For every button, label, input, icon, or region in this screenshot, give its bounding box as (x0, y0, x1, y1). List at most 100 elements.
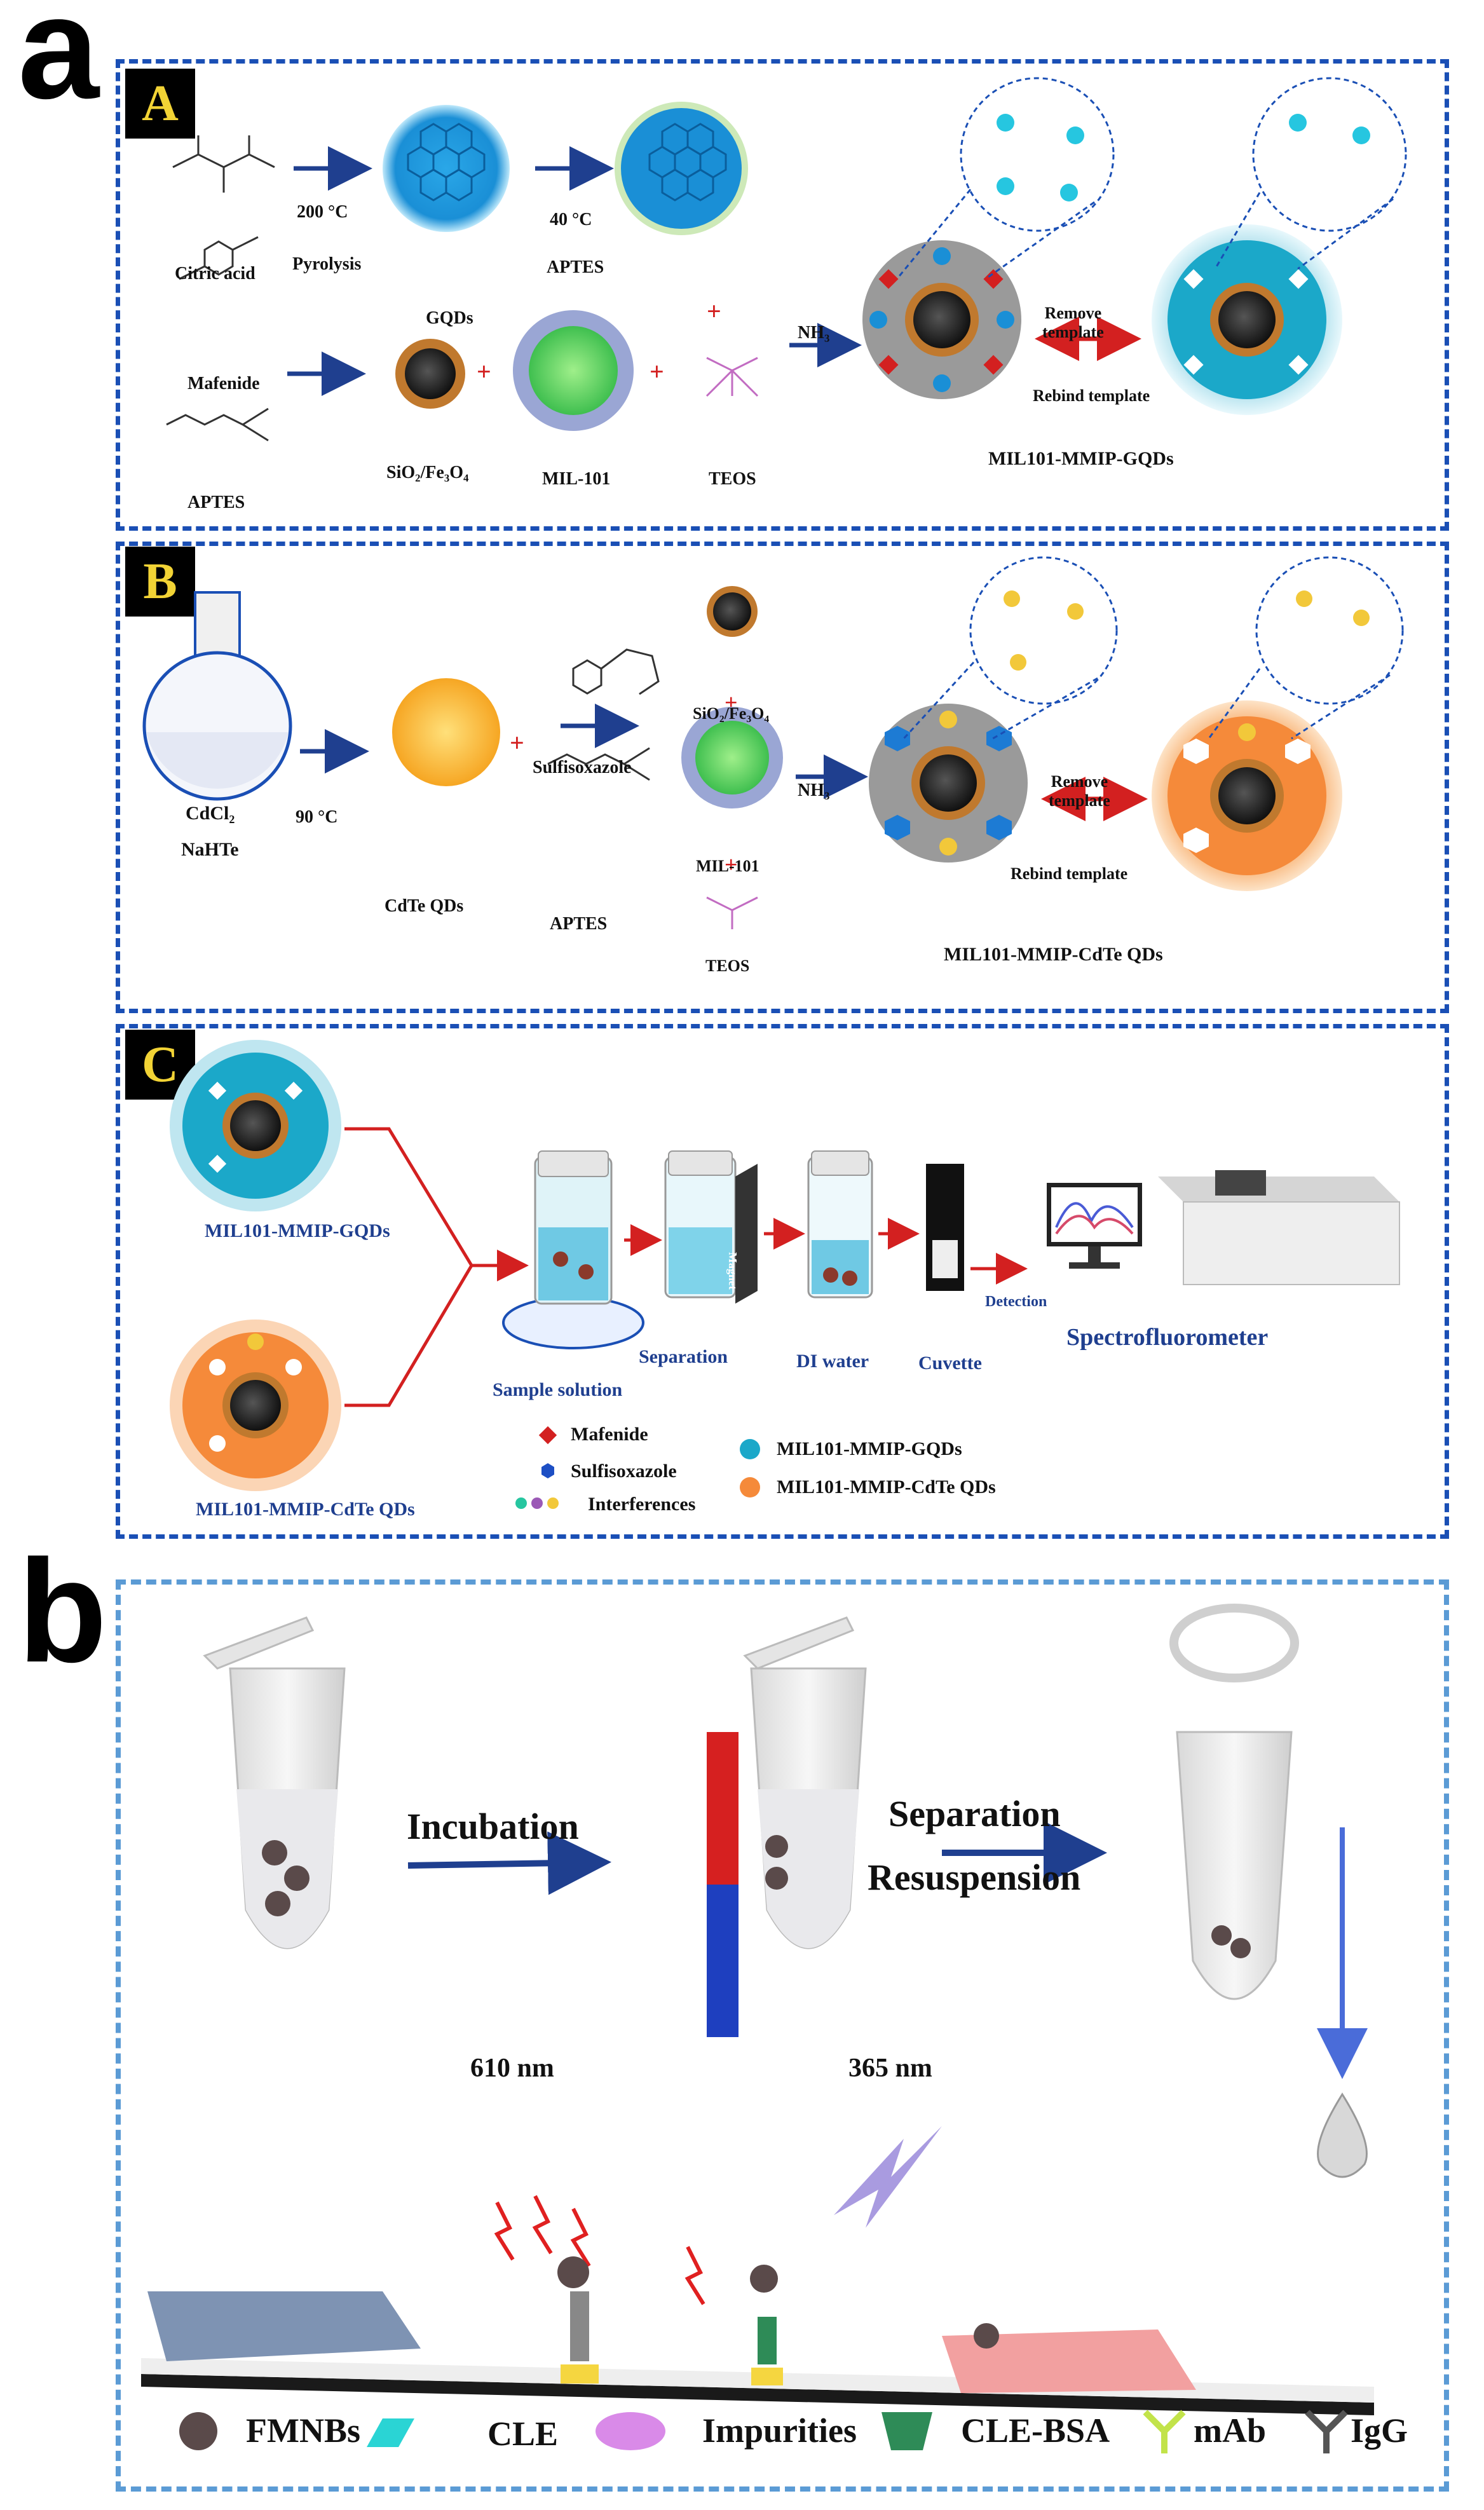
emission-lightning (494, 2195, 705, 2305)
cdte-qd (392, 678, 500, 786)
label-incubation: Incubation (407, 1806, 579, 1847)
aptes-structure (166, 407, 269, 442)
label-citric-acid: Citric acid (175, 264, 255, 283)
tube-resuspension (1169, 1604, 1299, 2000)
mmip-cdte-particle (170, 1320, 341, 1491)
tube-incubation (203, 1616, 346, 1949)
magnet-bar (707, 1732, 739, 2037)
imprinted-particle-template (862, 240, 1021, 399)
arrow-incubation (407, 1831, 611, 1895)
label-cuvette: Cuvette (918, 1353, 982, 1374)
subpanel-b-tag: B (125, 547, 195, 617)
subpanel-a-frame (116, 59, 1449, 531)
droplet (1317, 2092, 1368, 2178)
label-rebind-template-b: Rebind template (1011, 864, 1128, 883)
label-rebind-template: Rebind template (1033, 386, 1150, 405)
citric-acid-structure (172, 135, 275, 193)
uv-lightning (834, 2126, 942, 2228)
legend-mab: mAb (1194, 2411, 1267, 2450)
label-mil-101: MIL-101 (542, 469, 611, 489)
zoom-view-template-b (969, 556, 1118, 705)
svg-text:+: + (725, 852, 738, 877)
label-spectrofluorometer: Spectrofluorometer (1066, 1324, 1269, 1351)
legend-fmnbs: FMNBs (246, 2411, 360, 2450)
label-sio2-fe3o4: SiO₂/Fe₃O₄ (386, 463, 469, 482)
svg-text:+: + (510, 728, 524, 757)
label-nh3: NH₃ (798, 323, 830, 343)
mmip-gqds-particle (170, 1040, 341, 1211)
label-cdcl2: CdCl₂ (186, 803, 235, 824)
legend-cle-bsa: CLE-BSA (961, 2411, 1110, 2450)
legend-impurities: Impurities (702, 2411, 857, 2450)
label-aptes: APTES (187, 493, 245, 512)
label-c-gqds: MIL101-MMIP-GQDs (205, 1220, 390, 1241)
aptes-structure-b (547, 747, 650, 781)
legend-igg: IgG (1351, 2411, 1408, 2450)
di-water-vial (807, 1150, 873, 1299)
label-aptes-arrow: APTES (547, 257, 604, 277)
label-aptes-b: APTES (550, 914, 608, 934)
control-line (751, 2368, 783, 2385)
zoom-view-template (960, 77, 1115, 232)
label-nahte: NaHTe (181, 839, 239, 860)
label-separation-b: Separation (888, 1793, 1061, 1834)
label-teos-b: TEOS (705, 957, 750, 975)
imprinted-particle-template-b (869, 704, 1028, 863)
label-remove-template: Remove template (1042, 304, 1104, 341)
label-gqds: GQDs (426, 308, 473, 328)
lateral-flow-strip (141, 2291, 1374, 2415)
subpanel-a-diagram: + + + (166, 77, 1407, 442)
legend-icons (179, 2410, 1348, 2453)
legend-mmip-gqds: MIL101-MMIP-GQDs (777, 1438, 962, 1459)
tube-separation (743, 1616, 867, 1949)
label-detection: Detection (985, 1293, 1047, 1310)
subpanel-b-frame (116, 542, 1449, 1013)
svg-text:+: + (707, 297, 721, 325)
label-temp-40: 40 °C (550, 210, 592, 229)
label-365nm: 365 nm (848, 2054, 932, 2083)
teos-structure-b (706, 896, 758, 929)
imprinted-particle-empty-b (1152, 700, 1342, 891)
panel-b-letter: b (18, 1529, 107, 1693)
label-610nm: 610 nm (470, 2054, 554, 2083)
zoom-view-empty-b (1255, 556, 1404, 705)
label-temp-90: 90 °C (296, 807, 338, 827)
merge-lines (344, 1127, 473, 1407)
label-remove-template-b: Remove template (1049, 772, 1110, 810)
sample-vial (502, 1150, 644, 1349)
svg-text:+: + (650, 357, 664, 386)
zoom-view-empty (1252, 77, 1407, 232)
subpanel-c-frame (116, 1024, 1449, 1539)
panel-b-frame (116, 1579, 1449, 2492)
svg-text:+: + (477, 357, 491, 386)
legend-cle: CLE (487, 2415, 559, 2453)
subpanel-b-diagram: + + + (142, 556, 1404, 929)
teos-structure (705, 357, 759, 397)
legend-interferences: Interferences (588, 1494, 696, 1515)
label-temp-200: 200 °C (297, 202, 348, 222)
label-mil-101-b: MIL-101 (696, 857, 759, 875)
label-di-water: DI water (796, 1351, 869, 1372)
panel-a-letter: a (18, 0, 99, 129)
legend-sulfisoxazole: Sulfisoxazole (571, 1461, 677, 1482)
subpanel-c-diagram (170, 1040, 1400, 1491)
absorbent-pad (942, 2329, 1196, 2393)
separation-vial (664, 1150, 758, 1304)
spectrofluorometer-instrument (1158, 1170, 1400, 1285)
label-sulfisoxazole: Sulfisoxazole (533, 758, 632, 777)
legend-mafenide: Mafenide (571, 1424, 648, 1445)
label-mil101-mmip-cdte: MIL101-MMIP-CdTe QDs (944, 944, 1163, 965)
label-sample-solution: Sample solution (493, 1379, 623, 1400)
subpanel-c-tag: C (125, 1030, 195, 1100)
label-c-cdte: MIL101-MMIP-CdTe QDs (196, 1499, 415, 1520)
imprinted-particle-empty (1152, 224, 1342, 415)
computer-monitor (1047, 1183, 1142, 1269)
label-pyrolysis: Pyrolysis (292, 254, 362, 274)
label-teos: TEOS (709, 469, 756, 489)
gqd-sheet (383, 105, 510, 232)
label-nh3-b: NH₃ (798, 781, 830, 800)
label-magnet: Magnet (726, 1252, 739, 1290)
legend-mmip-cdte: MIL101-MMIP-CdTe QDs (777, 1477, 996, 1497)
label-sio2-fe3o4-b: SiO₂/Fe₃O₄ (693, 704, 770, 723)
reaction-flask (142, 591, 292, 801)
